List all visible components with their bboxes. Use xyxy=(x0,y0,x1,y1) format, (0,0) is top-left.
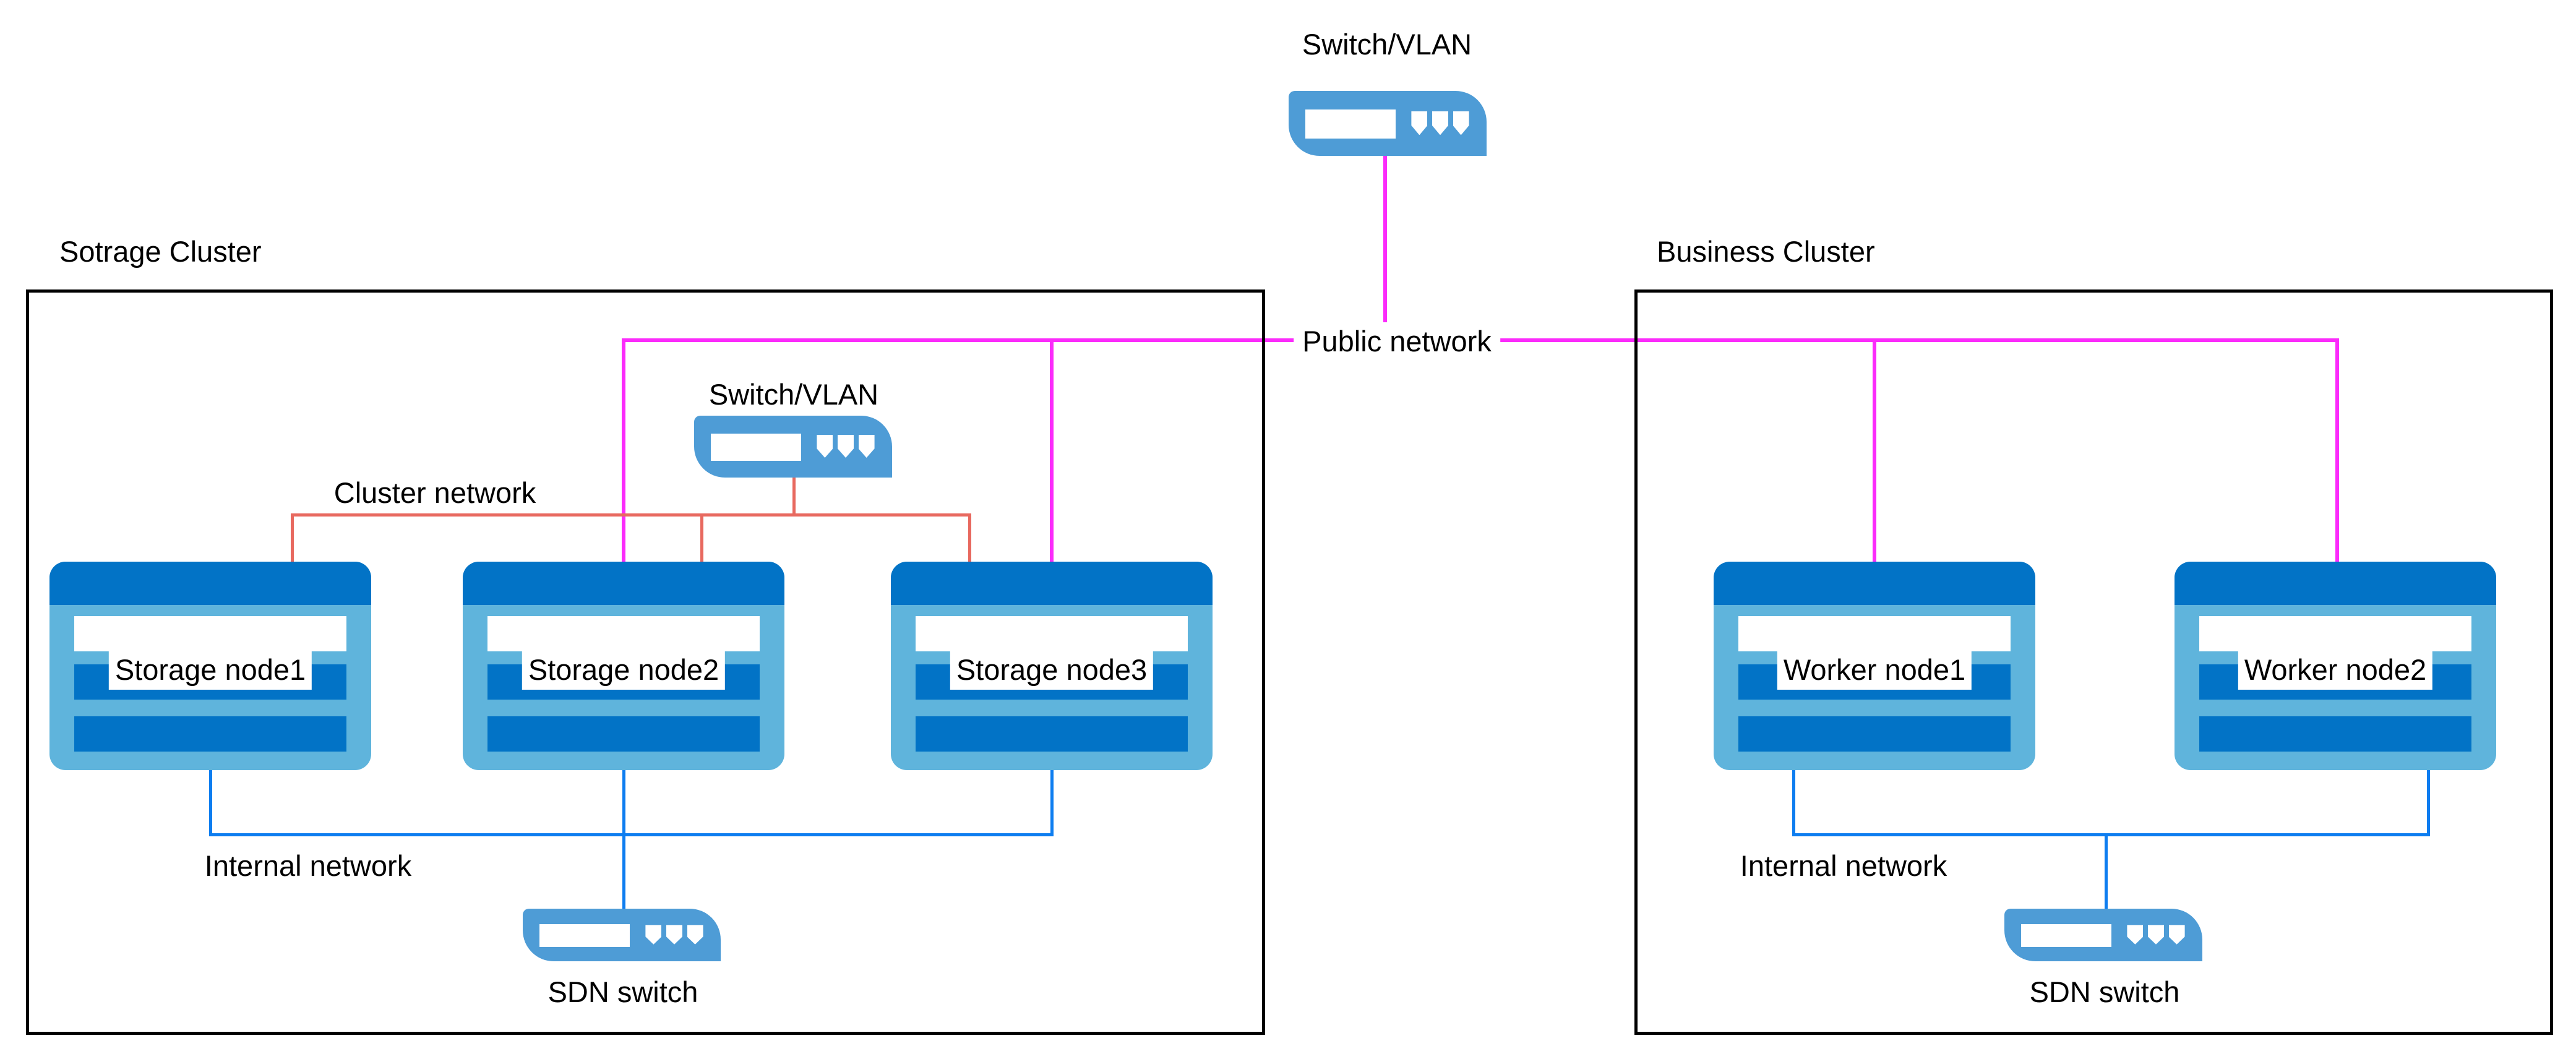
storage-switch-vlan-icon xyxy=(694,416,892,478)
storage-node1-label: Storage node1 xyxy=(108,650,312,690)
cluster-line-to-node3 xyxy=(968,513,971,563)
switch-port-icon xyxy=(817,435,833,458)
switch-port-icon xyxy=(838,435,854,458)
server-slot xyxy=(487,716,760,752)
server-display-slot xyxy=(74,616,346,651)
public-line-top-switch-riser xyxy=(1383,156,1387,340)
server-display-slot xyxy=(487,616,760,651)
business-internal-network-label: Internal network xyxy=(1740,849,1947,882)
internal-line-to-sdn-business xyxy=(2105,833,2108,910)
internal-line-horizontal xyxy=(209,833,1054,836)
internal-line-node2-to-sdn xyxy=(622,770,625,910)
server-header xyxy=(49,562,371,605)
server-header xyxy=(1714,562,2035,605)
storage-cluster-title: Sotrage Cluster xyxy=(59,235,262,268)
business-sdn-switch-label: SDN switch xyxy=(2029,975,2180,1008)
server-header xyxy=(891,562,1213,605)
server-slot xyxy=(916,716,1188,752)
business-cluster-box xyxy=(1634,289,2553,1035)
storage-sdn-switch-label: SDN switch xyxy=(547,975,698,1008)
top-switch-label: Switch/VLAN xyxy=(1302,27,1472,61)
switch-port-icon xyxy=(666,925,682,945)
switch-port-icon xyxy=(858,435,875,458)
public-line-to-storage-node2 xyxy=(622,338,625,563)
server-display-slot xyxy=(2199,616,2471,651)
switch-port-icon xyxy=(1432,111,1448,135)
cluster-line-to-node2 xyxy=(700,513,703,563)
switch-port-icon xyxy=(2168,925,2185,945)
public-line-to-worker-node2 xyxy=(2335,338,2339,563)
business-cluster-title: Business Cluster xyxy=(1657,235,1875,268)
switch-port-icon xyxy=(1453,111,1469,135)
internal-line-horizontal-business xyxy=(1792,833,2430,836)
cluster-line-to-node1 xyxy=(291,513,294,563)
internal-line-node3-drop xyxy=(1050,770,1054,836)
switch-port-icon xyxy=(645,925,662,945)
server-display-slot xyxy=(916,616,1188,651)
server-header xyxy=(2175,562,2496,605)
cluster-line-switch-riser xyxy=(792,478,796,515)
worker-node1-label: Worker node1 xyxy=(1777,650,1972,690)
server-slot xyxy=(74,716,346,752)
switch-port-icon xyxy=(2148,925,2164,945)
storage-sdn-switch-icon xyxy=(523,909,721,961)
internal-line-node1-drop xyxy=(209,770,212,836)
server-slot xyxy=(1738,716,2011,752)
public-network-label: Public network xyxy=(1294,322,1500,361)
worker-node1: Worker node1 xyxy=(1714,562,2035,770)
storage-node3: Storage node3 xyxy=(891,562,1213,770)
server-slot xyxy=(2199,716,2471,752)
switch-port-icon xyxy=(1411,111,1428,135)
server-header xyxy=(463,562,784,605)
top-switch-vlan-icon xyxy=(1289,91,1487,156)
switch-display xyxy=(1305,109,1396,139)
switch-port-icon xyxy=(687,925,703,945)
storage-switch-label: Switch/VLAN xyxy=(708,377,879,411)
business-sdn-switch-icon xyxy=(2004,909,2202,961)
switch-display xyxy=(711,434,801,461)
public-line-to-worker-node1 xyxy=(1873,338,1876,563)
public-line-to-storage-node3 xyxy=(1050,338,1054,563)
storage-node2: Storage node2 xyxy=(463,562,784,770)
internal-line-worker1-drop xyxy=(1792,770,1795,836)
switch-display xyxy=(539,924,630,948)
storage-internal-network-label: Internal network xyxy=(204,849,412,882)
storage-cluster-box xyxy=(26,289,1265,1035)
internal-line-worker2-drop xyxy=(2427,770,2430,836)
switch-port-icon xyxy=(2127,925,2144,945)
server-display-slot xyxy=(1738,616,2011,651)
cluster-line-horizontal xyxy=(291,513,971,517)
storage-node1: Storage node1 xyxy=(49,562,371,770)
worker-node2-label: Worker node2 xyxy=(2238,650,2433,690)
storage-node2-label: Storage node2 xyxy=(522,650,726,690)
cluster-network-label: Cluster network xyxy=(333,476,536,509)
switch-display xyxy=(2021,924,2111,948)
storage-node3-label: Storage node3 xyxy=(950,650,1154,690)
worker-node2: Worker node2 xyxy=(2175,562,2496,770)
